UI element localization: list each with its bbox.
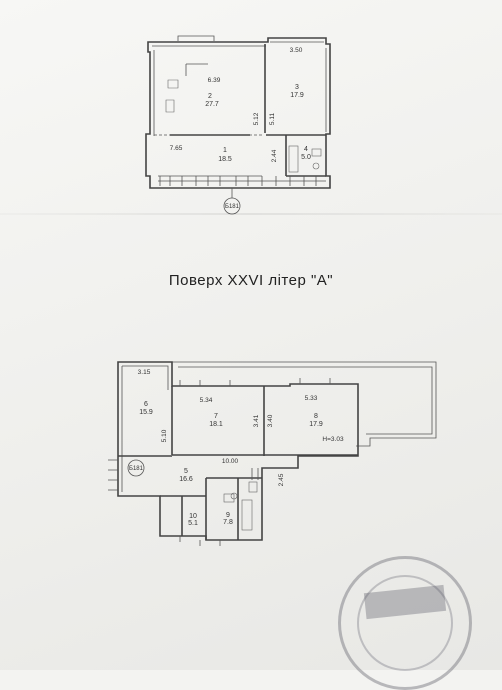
upper-dim-5-12: 5.12 bbox=[253, 112, 260, 125]
lower-bathtub-icon bbox=[241, 499, 253, 531]
floor-plans-drawing: Б181 6.39 2 27.7 3.50 3 17.9 5.12 5.11 7… bbox=[108, 35, 437, 546]
upper-room4-area: 5.0 bbox=[301, 154, 311, 161]
lower-dim-3-40: 3.40 bbox=[267, 414, 274, 427]
lower-room6-number: 6 bbox=[144, 401, 148, 408]
upper-floor-plan: Б181 6.39 2 27.7 3.50 3 17.9 5.12 5.11 7… bbox=[145, 35, 331, 215]
upper-room3-number: 3 bbox=[295, 84, 299, 91]
upper-toilet-icon bbox=[312, 162, 320, 170]
lower-top-window-marks bbox=[179, 378, 331, 386]
lower-dim-5-10: 5.10 bbox=[161, 429, 168, 442]
lower-room7-number: 7 bbox=[214, 413, 218, 420]
paper-fold bbox=[0, 213, 502, 215]
lower-room9-number: 9 bbox=[226, 512, 230, 519]
upper-marker-label: Б181 bbox=[225, 204, 240, 210]
lower-sink-icon bbox=[223, 493, 235, 503]
upper-outer-wall bbox=[145, 37, 331, 189]
lower-marker-label: Б181 bbox=[129, 466, 144, 472]
upper-room1-area: 18.5 bbox=[218, 156, 232, 163]
upper-top-niche bbox=[177, 35, 215, 41]
upper-room4-walls bbox=[285, 135, 326, 177]
lower-balcony-inner bbox=[178, 366, 433, 435]
upper-room4-number: 4 bbox=[304, 146, 308, 153]
lower-balcony-outline bbox=[172, 361, 437, 447]
upper-balcony-lines bbox=[158, 175, 326, 182]
upper-dim-5-11: 5.11 bbox=[269, 113, 276, 126]
upper-dim-2-44: 2.44 bbox=[271, 149, 278, 162]
upper-room2-area: 27.7 bbox=[205, 101, 219, 108]
upper-sink-icon bbox=[311, 148, 322, 157]
lower-floor-plan: Б181 3.15 6 15.9 5.34 7 18.1 5.33 8 17.9… bbox=[108, 361, 437, 546]
lower-dim-3-41: 3.41 bbox=[253, 414, 260, 427]
upper-room2-number: 2 bbox=[208, 93, 212, 100]
lower-room9-area: 7.8 bbox=[223, 519, 233, 526]
lower-outer-wall bbox=[117, 361, 359, 541]
upper-bathtub-icon bbox=[288, 145, 299, 173]
lower-inner-lines bbox=[121, 365, 169, 492]
lower-dim-5-33: 5.33 bbox=[305, 395, 318, 402]
upper-dim-3-50: 3.50 bbox=[290, 47, 303, 54]
lower-room6-area: 15.9 bbox=[139, 409, 153, 416]
upper-closet-line bbox=[185, 63, 208, 76]
lower-room5-number: 5 bbox=[184, 468, 188, 475]
lower-dim-2-45: 2.45 bbox=[278, 473, 285, 486]
lower-left-window-marks bbox=[108, 459, 118, 491]
upper-room3-area: 17.9 bbox=[290, 92, 304, 99]
upper-marker-circle bbox=[223, 197, 241, 215]
lower-room10-number: 10 bbox=[189, 513, 197, 520]
lower-marker-circle bbox=[127, 459, 145, 477]
lower-dim-3-15: 3.15 bbox=[138, 369, 151, 376]
upper-kitchen-icon bbox=[165, 79, 179, 113]
lower-corridor-marks bbox=[251, 468, 259, 480]
lower-room8-number: 8 bbox=[314, 413, 318, 420]
upper-inner-lines bbox=[152, 41, 327, 136]
floor-title: Поверх XXVI літер "А" bbox=[168, 272, 334, 289]
upper-dim-7-65: 7.65 bbox=[170, 145, 183, 152]
lower-bottom-marks bbox=[179, 536, 221, 546]
lower-wet-room-walls bbox=[160, 477, 262, 540]
lower-room10-area: 5.1 bbox=[188, 520, 198, 527]
lower-dim-5-34: 5.34 bbox=[200, 397, 213, 404]
lower-room8-area: 17.9 bbox=[309, 421, 323, 428]
lower-toilet-icon bbox=[230, 492, 238, 500]
lower-room7-area: 18.1 bbox=[209, 421, 223, 428]
upper-room1-number: 1 bbox=[223, 147, 227, 154]
lower-room-partitions bbox=[171, 386, 358, 456]
lower-height-note: H=3.03 bbox=[322, 436, 344, 443]
lower-shower-icon bbox=[248, 481, 258, 493]
lower-room5-area: 16.6 bbox=[179, 476, 193, 483]
upper-dim-6-39: 6.39 bbox=[208, 77, 221, 84]
upper-window-marks bbox=[159, 176, 317, 186]
lower-dim-10-00: 10.00 bbox=[222, 458, 239, 465]
